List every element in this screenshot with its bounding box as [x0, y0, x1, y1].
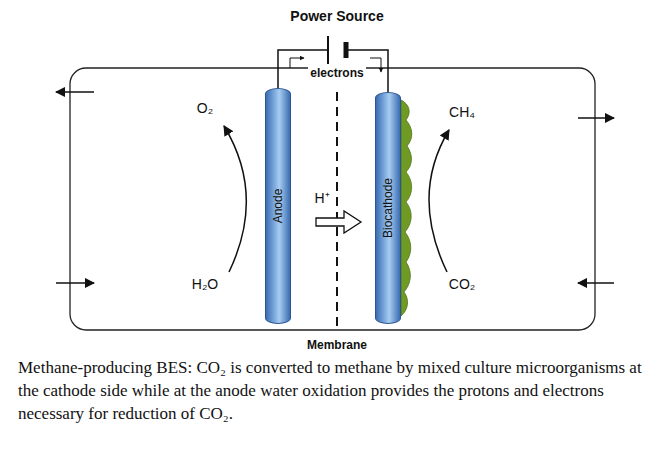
electrode-label: Biocathode: [381, 178, 395, 238]
reaction-arrow: [224, 126, 246, 272]
outflow-arrow: [56, 91, 94, 93]
outflow-arrow: [578, 117, 614, 119]
proton-arrow: [316, 211, 361, 233]
inflow-arrow: [56, 282, 94, 284]
part-label: CO₂: [447, 276, 477, 292]
electron-arrow: [290, 58, 304, 68]
reactor-loop: [70, 68, 595, 330]
biofilm: [401, 100, 412, 316]
electron-arrow: [370, 58, 381, 72]
part-label: H₂O: [190, 276, 220, 292]
part-label: O₂: [195, 100, 215, 116]
electrode-cylinder: Anode: [265, 88, 291, 324]
membrane-line: [336, 92, 338, 330]
part-label: Membrane: [305, 338, 369, 352]
battery-plate: [327, 36, 329, 64]
part-label: electrons: [308, 66, 365, 80]
part-label: Power Source: [288, 8, 385, 24]
electrode-cylinder: Biocathode: [375, 92, 401, 324]
reaction-arrow: [429, 130, 449, 272]
part-label: H⁺: [312, 188, 331, 207]
inflow-arrow: [578, 282, 614, 284]
battery-plate: [344, 42, 349, 58]
electrode-label: Anode: [271, 189, 285, 224]
figure-caption: Methane-producing BES: CO₂ is converted …: [18, 356, 654, 425]
part-label: CH₄: [447, 104, 477, 120]
